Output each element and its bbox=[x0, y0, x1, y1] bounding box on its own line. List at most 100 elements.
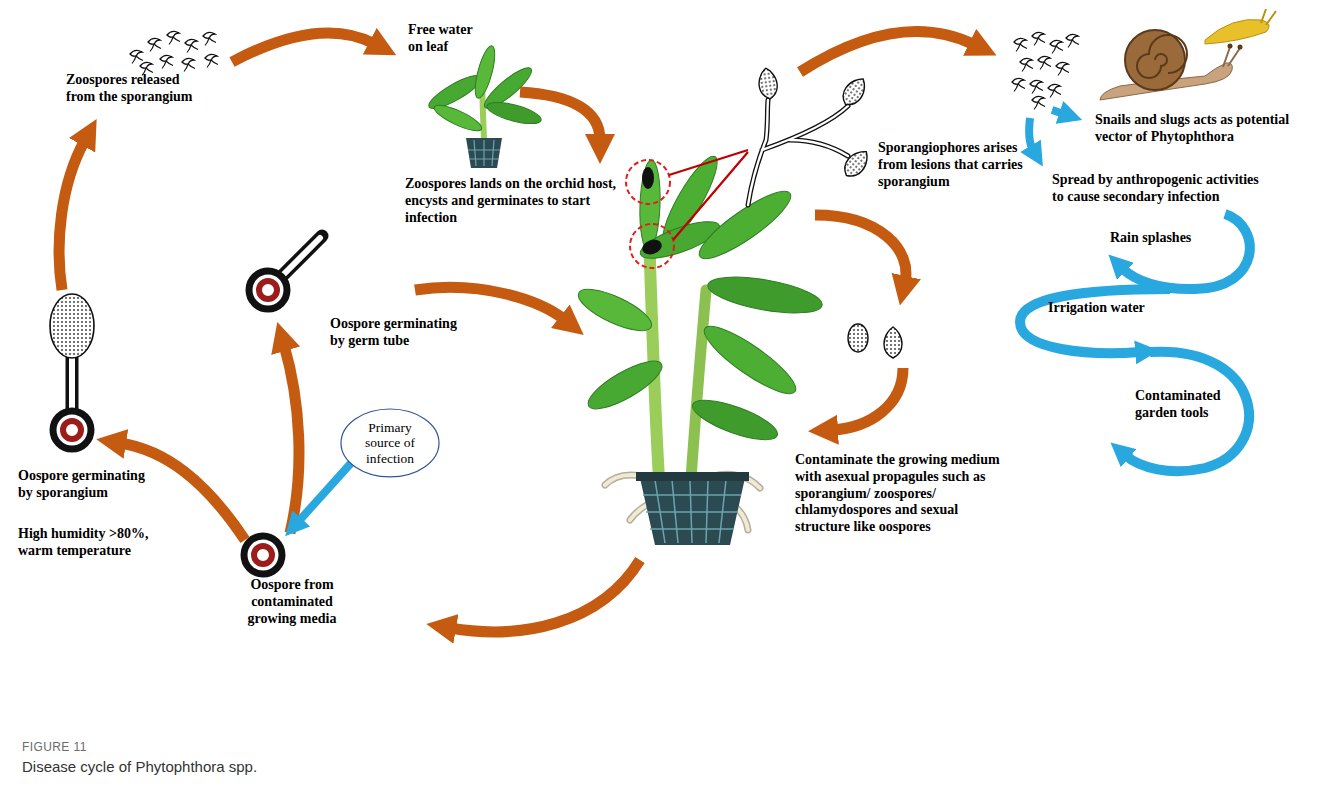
zoospore-cluster bbox=[130, 31, 218, 75]
orchid-host bbox=[582, 353, 668, 418]
sporangiophore bbox=[748, 100, 848, 205]
spread-arrow bbox=[298, 462, 352, 522]
sporangiophore bbox=[838, 74, 871, 110]
spread-arrow bbox=[1052, 110, 1064, 114]
cycle-arrow bbox=[520, 92, 600, 140]
orchid-host bbox=[573, 281, 656, 338]
stage-label: Zoospores released from the sporangium bbox=[66, 72, 206, 106]
lesion bbox=[642, 167, 654, 189]
cycle-arrow bbox=[232, 33, 375, 62]
cycle-arrow bbox=[450, 560, 640, 632]
cycle-arrow bbox=[800, 31, 975, 72]
zoospore-cluster bbox=[1012, 78, 1025, 91]
zoospore-cluster bbox=[1030, 80, 1043, 93]
zoospore-cluster bbox=[1038, 56, 1051, 69]
stage-label: Oospore germinating by sporangium bbox=[18, 468, 163, 502]
orchid-host bbox=[692, 182, 798, 268]
zoospore-cluster bbox=[148, 38, 161, 51]
spread-arrow bbox=[298, 110, 1250, 522]
cycle-arrow bbox=[120, 443, 245, 540]
oospore-medium bbox=[244, 536, 282, 574]
zoospore-cluster bbox=[1020, 58, 1033, 71]
sporangiophore bbox=[748, 100, 848, 205]
orchid-host bbox=[690, 290, 706, 495]
zoospore-cluster bbox=[182, 58, 195, 71]
spread-arrow bbox=[1020, 289, 1170, 353]
cycle-arrow bbox=[415, 287, 565, 320]
snail-slug bbox=[1223, 47, 1240, 67]
orchid-host bbox=[705, 270, 824, 320]
oospore-sporangium bbox=[50, 294, 94, 358]
vector-label: Snails and slugs acts as potential vecto… bbox=[1095, 112, 1323, 146]
oospore-germ-tube bbox=[249, 236, 322, 309]
cycle-arrow bbox=[59, 140, 85, 290]
oospore-medium bbox=[244, 536, 282, 574]
propagules bbox=[848, 324, 902, 358]
cycle-arrow bbox=[59, 31, 975, 631]
orchid-small bbox=[468, 140, 500, 166]
source-ellipse: Primary source of infection bbox=[340, 408, 440, 478]
orchid-host bbox=[573, 151, 824, 545]
stage-label: Contaminate the growing medium with asex… bbox=[795, 452, 1007, 536]
snail-slug bbox=[1205, 19, 1269, 44]
stage-label: Zoospores lands on the orchid host, ency… bbox=[405, 176, 633, 226]
figure-number: FIGURE 11 bbox=[22, 740, 322, 754]
zoospore-cluster bbox=[167, 31, 180, 44]
zoospore-cluster bbox=[185, 39, 198, 52]
snail-slug bbox=[1261, 9, 1276, 25]
orchid-small bbox=[431, 101, 484, 136]
figure-caption: Disease cycle of Phytophthora spp. bbox=[22, 758, 922, 776]
snail-slug bbox=[1228, 44, 1233, 49]
spread-arrow bbox=[1122, 214, 1250, 289]
condition-label: High humidity >80%, warm temperature bbox=[18, 526, 163, 560]
zoospore-cluster bbox=[1050, 40, 1063, 53]
oospore-sporangium bbox=[50, 294, 94, 449]
pot bbox=[643, 480, 741, 543]
spread-route-label: Contaminated garden tools bbox=[1135, 388, 1235, 422]
lesion-highlight bbox=[669, 150, 748, 240]
orchid-host bbox=[688, 392, 781, 447]
condition-label: Free water on leaf bbox=[408, 22, 488, 56]
zoospore-cluster bbox=[205, 54, 218, 67]
oospore-germ-tube bbox=[249, 271, 287, 309]
sporangiophore bbox=[748, 67, 873, 205]
spread-route-label: Rain splashes bbox=[1110, 230, 1230, 247]
snail-slug bbox=[1238, 45, 1243, 50]
cycle-arrow bbox=[815, 215, 906, 282]
zoospore-cluster bbox=[203, 32, 216, 45]
sporangiophore bbox=[757, 67, 779, 100]
sporangiophore bbox=[839, 146, 873, 181]
spread-arrow bbox=[1125, 352, 1249, 472]
oospore-sporangium bbox=[53, 411, 91, 449]
zoospore-cluster bbox=[160, 55, 173, 68]
lesion bbox=[640, 237, 664, 257]
propagules bbox=[848, 324, 868, 352]
cycle-arrow bbox=[832, 368, 903, 430]
spread-arrow bbox=[1029, 118, 1033, 150]
lesion-highlight bbox=[630, 224, 674, 268]
propagules bbox=[884, 327, 902, 358]
pot bbox=[640, 478, 745, 545]
orchid-host bbox=[697, 317, 803, 403]
lesion-highlight bbox=[626, 150, 748, 268]
orchid-small bbox=[466, 138, 502, 168]
stage-label: Sporangiophores arises from lesions that… bbox=[878, 140, 1043, 190]
node-text: Primary source of infection bbox=[358, 420, 422, 467]
lesion-highlight bbox=[626, 160, 670, 204]
ellipse-outline bbox=[341, 409, 439, 477]
snail-slug bbox=[1137, 35, 1187, 78]
stage-label: Oospore from contaminated growing media bbox=[232, 577, 352, 627]
zoospore-cluster bbox=[1012, 32, 1079, 109]
cycle-arrow bbox=[284, 345, 299, 533]
zoospore-cluster bbox=[1032, 32, 1045, 45]
pot bbox=[636, 472, 749, 481]
stage-label: Oospore germinating by germ tube bbox=[330, 316, 470, 350]
zoospore-cluster bbox=[130, 50, 143, 63]
zoospore-cluster bbox=[1048, 84, 1061, 97]
orchid-small bbox=[485, 98, 543, 128]
zoospore-cluster bbox=[1032, 96, 1045, 109]
zoospore-cluster bbox=[1066, 34, 1079, 47]
zoospore-cluster bbox=[1014, 38, 1027, 51]
spread-route-label: Irrigation water bbox=[1048, 300, 1168, 317]
